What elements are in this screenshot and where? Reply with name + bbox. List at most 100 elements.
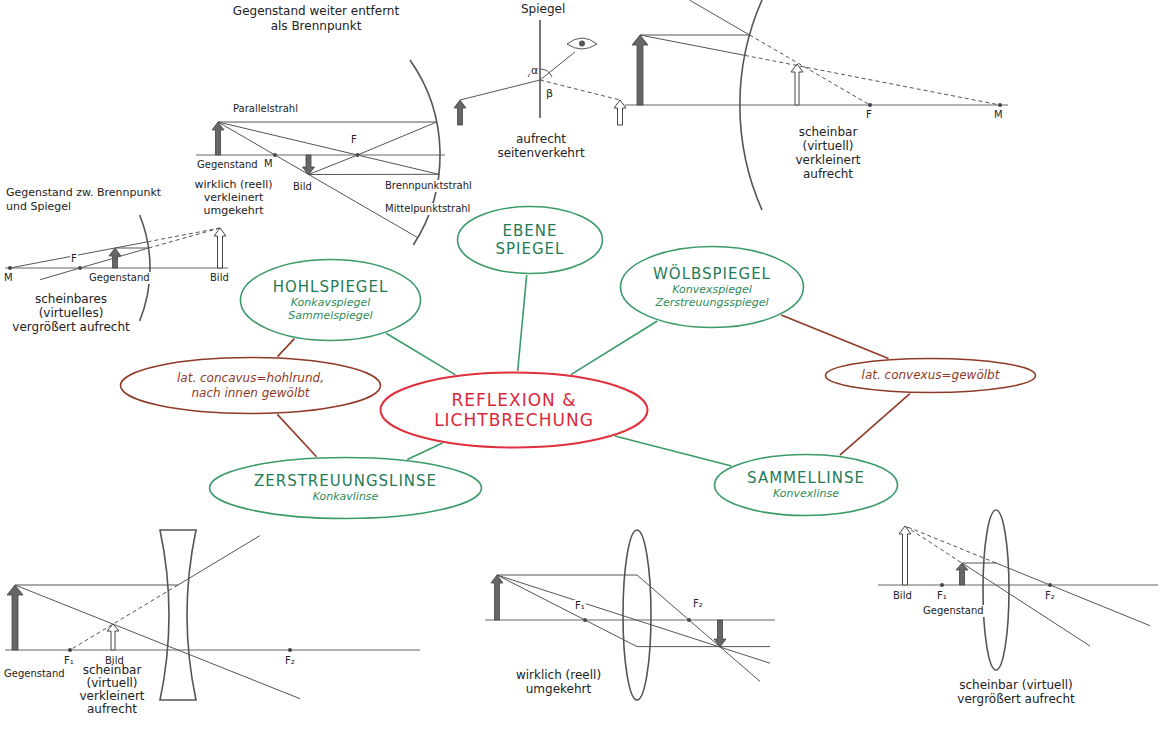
image-arrow (899, 526, 911, 585)
connector-line (518, 275, 527, 371)
optical-axis (625, 105, 1008, 106)
topic-heading: SAMMELLINSE (746, 469, 866, 487)
figure-label: Gegenstand (922, 605, 985, 617)
center-ray (10, 242, 148, 268)
note-text: lat. concavus=hohlrund, nach innen gewöl… (162, 371, 339, 400)
figure-label: Parallelstrahl (232, 103, 299, 115)
figure-label: Brennpunktstrahl (384, 180, 473, 192)
topic-oval: WÖLBSPIEGELKonvexspiegelZerstreuungsspie… (619, 245, 805, 329)
topic-oval: HOHLSPIEGELKonkavspiegelSammelspiegel (239, 258, 422, 342)
oval-outline (121, 358, 381, 414)
virtual-ray (149, 228, 220, 248)
figure-label: Gegenstand (88, 272, 151, 284)
figure-caption: Gegenstand zw. Brennpunkt und Spiegel (5, 186, 177, 214)
node-text: EBENE SPIEGEL (484, 222, 576, 258)
image-arrow (614, 100, 626, 125)
virtual-ray (750, 35, 870, 105)
virtual-ray (745, 55, 1000, 105)
oval-outline (210, 458, 482, 519)
optical-axis (196, 155, 445, 156)
topic-heading: WÖLBSPIEGEL (652, 265, 772, 283)
concave-mirror (140, 215, 150, 321)
node-text: ZERSTREUUNGSLINSEKonkavlinse (253, 472, 439, 503)
figure-label: F (70, 253, 78, 265)
node-text: WÖLBSPIEGELKonvexspiegelZerstreuungsspie… (652, 265, 772, 309)
converging-lens-real-figure (485, 530, 775, 700)
figure-label: F (350, 134, 358, 146)
topic-subtitle: Sammelspiegel (272, 309, 390, 322)
topic-subtitle: Konvexlinse (746, 487, 866, 500)
parallel-ray (497, 575, 760, 681)
oval-outline (241, 260, 421, 341)
note-oval: lat. concavus=hohlrund, nach innen gewöl… (119, 356, 382, 415)
node-text: REFLEXION & LICHTBRECHUNG (423, 390, 605, 431)
virtual-ray (905, 526, 962, 563)
light-ray (460, 52, 575, 100)
topic-heading: ZERSTREUUNGSLINSE (253, 472, 439, 490)
topic-subtitle: Konkavspiegel (272, 296, 390, 309)
oval-outline (621, 247, 804, 328)
optical-axis (878, 585, 1158, 586)
eye-symbol (579, 41, 585, 47)
figure-label: F (865, 109, 873, 121)
figure-caption: aufrecht seitenverkehrt (485, 132, 597, 160)
object-arrow (212, 122, 224, 155)
node-text: lat. concavus=hohlrund, nach innen gewöl… (162, 371, 339, 400)
focal-point (868, 103, 872, 107)
center-ray (497, 575, 770, 663)
connector-line (407, 443, 442, 459)
connector-line (781, 315, 888, 359)
topic-subtitle: Zerstreuungsspiegel (652, 296, 772, 309)
figure-label: F₂ (284, 655, 296, 667)
figure-caption: scheinbar (virtuell) verkleinert aufrech… (70, 664, 154, 716)
figure-label: Gegenstand (3, 668, 66, 680)
image-arrow (107, 624, 119, 650)
figure-label: M (3, 272, 14, 284)
parallel-ray (15, 536, 260, 585)
figure-label: α (530, 64, 539, 77)
topic-oval: EBENE SPIEGEL (456, 205, 604, 275)
converging-lens-virtual-figure (878, 510, 1158, 670)
figure-label: F₂ (692, 598, 704, 610)
figure-label: M (993, 109, 1004, 121)
center-ray (640, 35, 745, 55)
figure-label: β (545, 87, 554, 100)
note-oval: lat. convexus=gewölbt (824, 357, 1037, 394)
connector-line (386, 333, 455, 375)
central-heading: REFLEXION & LICHTBRECHUNG (423, 390, 605, 431)
eye-symbol (567, 38, 597, 49)
object-arrow (491, 575, 503, 620)
parallel-ray (640, 0, 750, 35)
note-text: lat. convexus=gewölbt (861, 368, 1001, 382)
figure-caption: wirklich (reell) verkleinert umgekehrt (180, 178, 287, 217)
focal-ray (497, 575, 770, 647)
object-arrow (7, 585, 23, 650)
parallel-ray (962, 563, 1150, 626)
object-arrow (454, 100, 466, 125)
central-oval: REFLEXION & LICHTBRECHUNG (379, 371, 649, 449)
convex-lens (623, 530, 651, 700)
connector-line (615, 436, 732, 466)
topic-heading: EBENE SPIEGEL (484, 222, 576, 258)
virtual-ray (905, 526, 996, 563)
node-text: SAMMELLINSEKonvexlinse (746, 469, 866, 500)
topic-subtitle: Konkavlinse (253, 490, 439, 503)
figure-caption: Gegenstand weiter entfernt als Brennpunk… (230, 4, 402, 34)
figure-label: F₁ (574, 600, 586, 612)
connector-line (840, 394, 910, 456)
figure-caption: scheinbares (virtuelles) vergrößert aufr… (10, 292, 132, 334)
figure-caption: wirklich (reell) umgekehrt (500, 668, 617, 696)
figure-label: Mittelpunktstrahl (384, 203, 471, 215)
oval-outline (458, 207, 603, 274)
figure-label: F₂ (1044, 590, 1056, 602)
concave-mirror-real-figure (196, 60, 445, 245)
topic-oval: ZERSTREUUNGSLINSEKonkavlinse (208, 456, 483, 520)
figure-caption: scheinbar (virtuell) vergrößert aufrecht (940, 678, 1092, 706)
topic-oval: SAMMELLINSEKonvexlinse (713, 453, 899, 517)
node-text: HOHLSPIEGELKonkavspiegelSammelspiegel (272, 278, 390, 322)
object-arrow (632, 35, 648, 105)
node-text: lat. convexus=gewölbt (861, 368, 1001, 382)
oval-outline (826, 359, 1036, 393)
virtual-ray (148, 228, 221, 242)
concave-lens (160, 530, 196, 700)
